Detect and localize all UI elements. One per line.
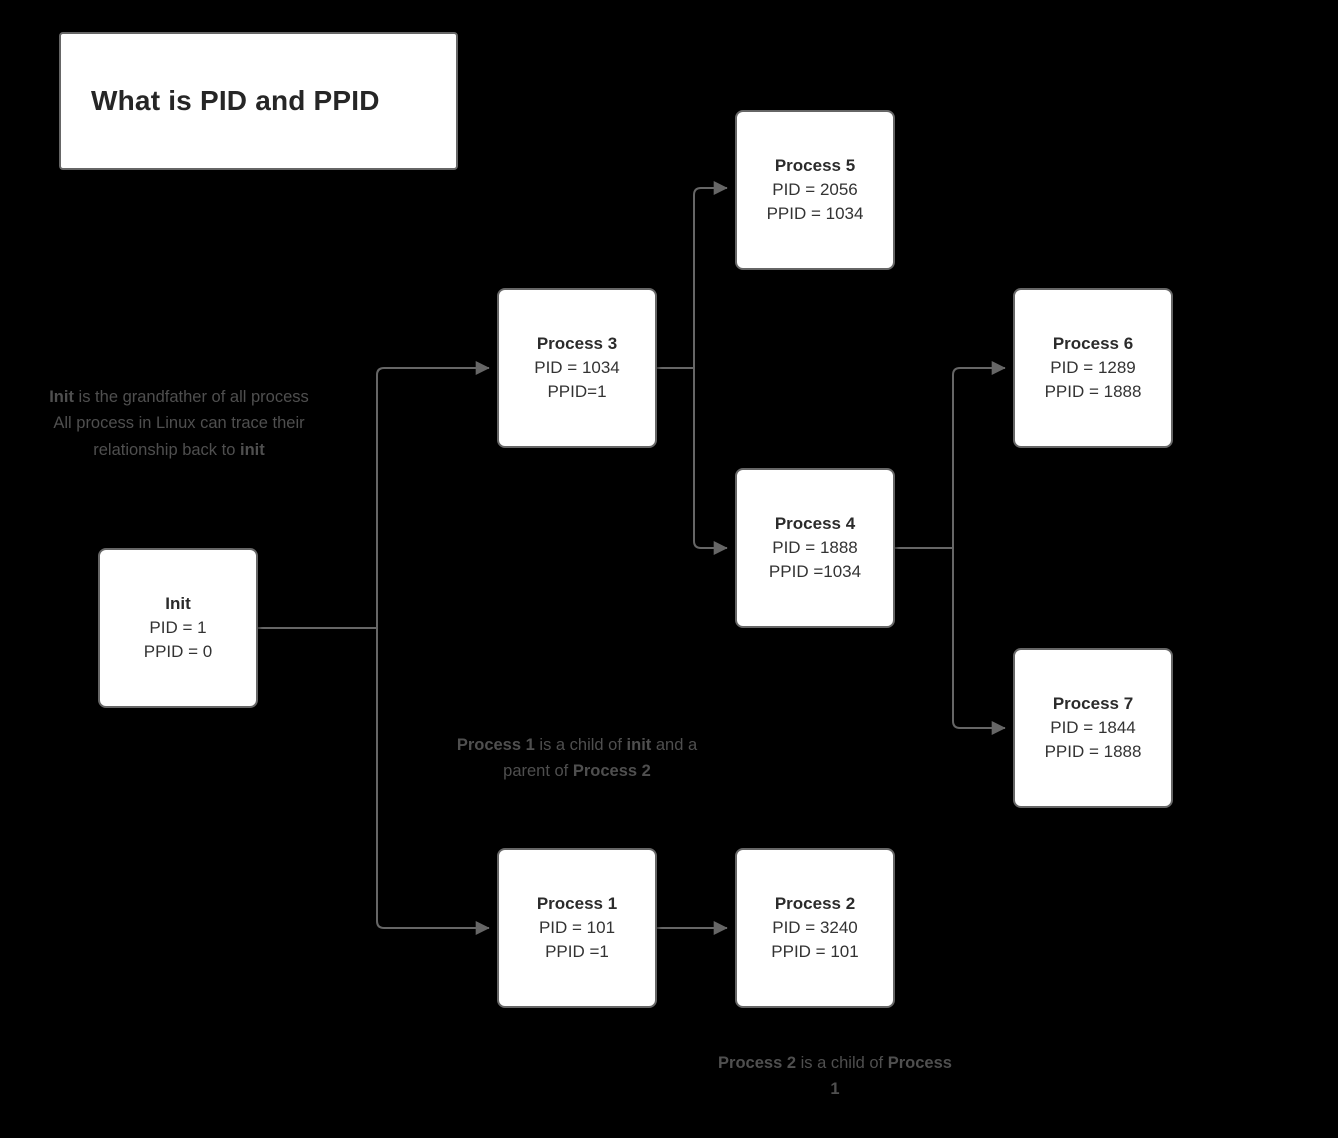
annotation-process2-note: Process 2 is a child of Process 1	[718, 1054, 952, 1099]
node-init[interactable]: Init PID = 1 PPID = 0	[98, 548, 258, 708]
node-process7[interactable]: Process 7 PID = 1844 PPID = 1888	[1013, 648, 1173, 808]
node-process5-ppid: PPID = 1034	[766, 204, 864, 224]
node-init-title: Init	[165, 593, 191, 613]
node-init-ppid: PPID = 0	[143, 642, 213, 662]
node-process5-title: Process 5	[774, 155, 856, 175]
page-title: What is PID and PPID	[91, 85, 380, 116]
node-process4-title: Process 4	[774, 513, 856, 533]
annotation-p1-bold-process2: Process 2	[572, 762, 651, 781]
node-process4-ppid: PPID =1034	[768, 562, 862, 582]
node-process4-pid: PID = 1888	[772, 537, 858, 557]
node-process6-ppid: PPID = 1888	[1044, 382, 1142, 402]
node-process2[interactable]: Process 2 PID = 3240 PPID = 101	[735, 848, 895, 1008]
annotation-p1-bold-process1: Process 1	[456, 736, 535, 754]
node-process5[interactable]: Process 5 PID = 2056 PPID = 1034	[735, 110, 895, 270]
annotation-process1-note: Process 1 is a child of init and a paren…	[456, 736, 698, 781]
node-process7-ppid: PPID = 1888	[1044, 742, 1142, 762]
node-process2-title: Process 2	[774, 893, 856, 913]
node-process1[interactable]: Process 1 PID = 101 PPID =1	[497, 848, 657, 1008]
node-process3[interactable]: Process 3 PID = 1034 PPID=1	[497, 288, 657, 448]
node-process4[interactable]: Process 4 PID = 1888 PPID =1034	[735, 468, 895, 628]
node-process3-title: Process 3	[536, 333, 618, 353]
annotation-init-note: Init is the grandfather of all process A…	[46, 384, 312, 463]
node-process1-pid: PID = 101	[538, 917, 616, 937]
annotation-p2-bold-process1: Process 1	[830, 1054, 952, 1099]
annotation-init-line2: All process in Linux can trace their rel…	[53, 414, 305, 459]
annotation-p1-bold-init: init	[626, 736, 652, 754]
annotation-init-bold-init2: init	[240, 440, 265, 459]
node-process7-title: Process 7	[1052, 693, 1134, 713]
node-process6-pid: PID = 1289	[1050, 357, 1136, 377]
node-process7-pid: PID = 1844	[1050, 717, 1136, 737]
edge-process3-to-process5	[693, 181, 728, 368]
node-process6-title: Process 6	[1052, 333, 1134, 353]
edge-init-to-process3	[376, 361, 490, 628]
node-process1-ppid: PPID =1	[545, 942, 609, 962]
annotation-p2-bold-process2: Process 2	[718, 1054, 797, 1072]
edge-process3-to-process4	[693, 368, 728, 555]
title-box: What is PID and PPID	[59, 32, 458, 170]
node-process3-ppid: PPID=1	[547, 382, 607, 402]
edge-process4-to-process7	[952, 548, 1006, 735]
node-process5-pid: PID = 2056	[772, 179, 858, 199]
node-init-pid: PID = 1	[149, 617, 207, 637]
node-process2-pid: PID = 3240	[772, 917, 858, 937]
annotation-init-bold-init: Init	[49, 388, 74, 406]
node-process1-title: Process 1	[536, 893, 618, 913]
node-process3-pid: PID = 1034	[534, 357, 620, 377]
node-process6[interactable]: Process 6 PID = 1289 PPID = 1888	[1013, 288, 1173, 448]
edge-process4-to-process6	[952, 361, 1006, 548]
node-process2-ppid: PPID = 101	[771, 942, 859, 962]
annotation-init-line1: Init is the grandfather of all process	[49, 388, 309, 406]
